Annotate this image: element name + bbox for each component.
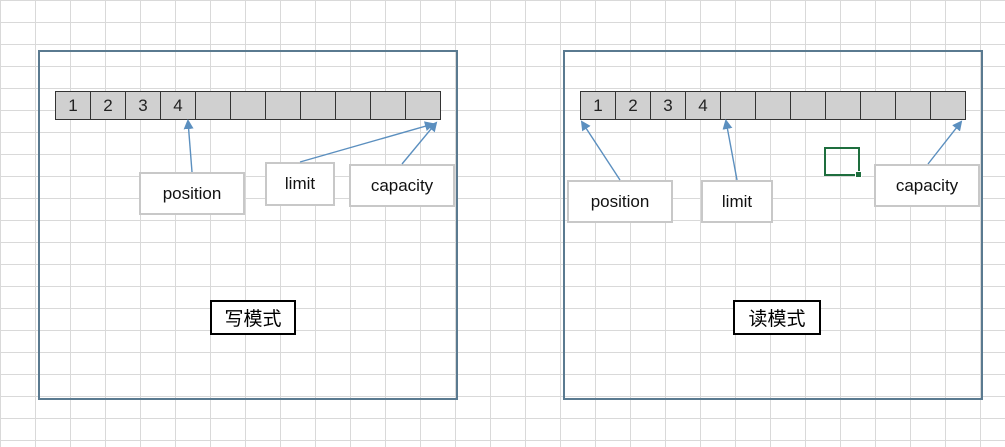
write-position-label: position <box>139 172 245 215</box>
write-mode-label: 写模式 <box>210 300 296 335</box>
read-buffer-cell: 1 <box>580 91 616 120</box>
read-position-label: position <box>567 180 673 223</box>
write-buffer-cell <box>370 91 406 120</box>
read-buffer-cell <box>930 91 966 120</box>
read-buffer-cell: 3 <box>650 91 686 120</box>
read-buffer-cell: 4 <box>685 91 721 120</box>
write-limit-label: limit <box>265 162 335 206</box>
write-buffer-cell <box>265 91 301 120</box>
selected-cell-indicator[interactable] <box>824 147 862 178</box>
write-buffer-cell: 3 <box>125 91 161 120</box>
write-buffer-cell <box>195 91 231 120</box>
read-buffer: 1 2 3 4 <box>580 91 966 120</box>
read-mode-label: 读模式 <box>733 300 821 335</box>
write-mode-panel <box>38 50 458 400</box>
write-buffer: 1 2 3 4 <box>55 91 441 120</box>
write-capacity-label: capacity <box>349 164 455 207</box>
read-buffer-cell <box>860 91 896 120</box>
read-buffer-cell <box>755 91 791 120</box>
write-buffer-cell <box>230 91 266 120</box>
read-buffer-cell: 2 <box>615 91 651 120</box>
read-buffer-cell <box>720 91 756 120</box>
write-buffer-cell: 1 <box>55 91 91 120</box>
read-buffer-cell <box>825 91 861 120</box>
read-buffer-cell <box>895 91 931 120</box>
read-capacity-label: capacity <box>874 164 980 207</box>
write-buffer-cell <box>405 91 441 120</box>
write-buffer-cell <box>300 91 336 120</box>
write-buffer-cell <box>335 91 371 120</box>
read-buffer-cell <box>790 91 826 120</box>
read-mode-panel <box>563 50 983 400</box>
read-limit-label: limit <box>701 180 773 223</box>
write-buffer-cell: 2 <box>90 91 126 120</box>
write-buffer-cell: 4 <box>160 91 196 120</box>
